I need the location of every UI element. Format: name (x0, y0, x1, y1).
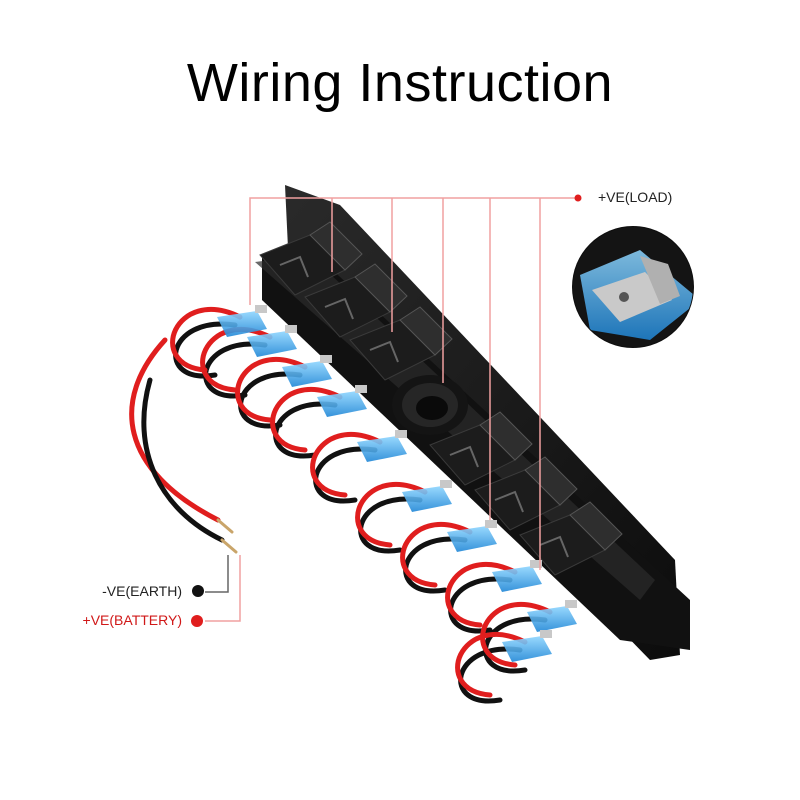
blue-terminal (502, 630, 552, 662)
positive-wire (355, 482, 428, 548)
main-leads (129, 337, 238, 554)
earth-marker-dot (192, 585, 204, 597)
blue-terminal (317, 385, 367, 417)
positive-wire (400, 522, 473, 588)
positive-wire (235, 357, 308, 423)
rocker-switch (349, 306, 453, 381)
blue-terminal (357, 430, 407, 462)
earth-wire (313, 446, 378, 504)
earth-wire (358, 496, 423, 554)
earth-wire (403, 536, 468, 594)
page-title: Wiring Instruction (186, 53, 614, 113)
blue-terminal (527, 600, 577, 632)
rocker-switch (304, 263, 408, 338)
load-label: +VE(LOAD) (598, 189, 673, 205)
blue-terminal (402, 480, 452, 512)
rocker-switch (519, 501, 623, 576)
blue-terminals (217, 305, 577, 662)
positive-wire (455, 632, 528, 698)
earth-wire (273, 401, 338, 459)
load-leader-lines (249, 197, 578, 570)
positive-wires (170, 307, 553, 698)
load-leader (249, 197, 578, 305)
rocker-switch (429, 411, 533, 486)
earth-wires (173, 321, 548, 704)
supply-leader-lines (205, 555, 241, 622)
blue-terminal (217, 305, 267, 337)
rocker-switch (259, 221, 363, 296)
blue-terminal (492, 560, 542, 592)
battery-marker-dot (191, 615, 203, 627)
positive-wire (480, 602, 553, 668)
positive-wire (170, 307, 243, 373)
earth-wire (238, 371, 303, 429)
earth-wire (483, 616, 548, 674)
rocker-switch (474, 456, 578, 531)
earth-wire (458, 646, 523, 704)
terminal-closeup-inset (572, 226, 694, 348)
blue-terminal (247, 325, 297, 357)
socket-outlet (392, 375, 468, 435)
earth-wire (173, 321, 238, 379)
positive-wire (445, 562, 518, 628)
load-marker-dot (574, 194, 582, 202)
blue-terminal (447, 520, 497, 552)
earth-wire (448, 576, 513, 634)
blue-terminal (282, 355, 332, 387)
positive-wire (310, 432, 383, 498)
rocker-switches (259, 221, 623, 576)
positive-wire (270, 387, 343, 453)
battery-label: +VE(BATTERY) (82, 612, 182, 628)
earth-label: -VE(EARTH) (102, 583, 182, 599)
